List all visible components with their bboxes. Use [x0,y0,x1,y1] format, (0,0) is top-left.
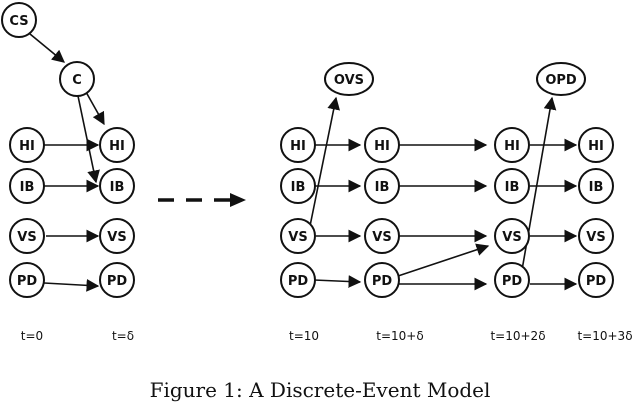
continuation-arrow [158,193,246,207]
node-hi-col5-label: HI [588,139,604,154]
node-pd-col5: PD [578,262,614,298]
node-ovs: OVS [324,62,374,96]
node-vs-col1-label: VS [107,230,126,245]
node-hi-col1: HI [99,127,135,163]
node-c: C [59,61,95,97]
node-hi-col2: HI [280,127,316,163]
node-vs-col1: VS [99,218,135,254]
node-pd-col1-label: PD [107,274,128,289]
node-vs-col5-label: VS [586,230,605,245]
figure-caption: Figure 1: A Discrete-Event Model [150,378,491,402]
edge-pd-d-vs [397,243,490,277]
time-label-t0: t=0 [21,329,43,343]
edge-c-to-ib [77,95,100,184]
node-vs-col3: VS [364,218,400,254]
node-pd-col3: PD [364,262,400,298]
node-hi-col5: HI [578,127,614,163]
node-pd-col1: PD [99,262,135,298]
left-edges [29,33,105,292]
node-pd-col2-label: PD [288,274,309,289]
node-pd-col5-label: PD [586,274,607,289]
node-ib-col3: IB [364,168,400,204]
node-ib-col2-label: IB [291,180,306,195]
node-ib-col3-label: IB [375,180,390,195]
node-vs-col5: VS [578,218,614,254]
node-opd: OPD [536,62,586,96]
node-ib-col0-label: IB [20,180,35,195]
node-hi-col3: HI [364,127,400,163]
node-vs-col0-label: VS [17,230,36,245]
node-hi-col3-label: HI [374,139,390,154]
node-hi-col0: HI [9,127,45,163]
node-columns: HI IB VS PD HI IB VS PD HI IB VS PD HI IB VS PD HI IB VS PD… [9,127,614,298]
node-pd-col0-label: PD [17,274,38,289]
node-ib-col2: IB [280,168,316,204]
node-hi-col2-label: HI [290,139,306,154]
node-cs: CS [1,2,37,38]
node-vs-col4-label: VS [502,230,521,245]
edge-pd-pd [43,278,100,292]
time-label-t1: t=δ [112,329,134,343]
node-pd-col0: PD [9,262,45,298]
node-hi-col4-label: HI [504,139,520,154]
node-vs-col2: VS [280,218,316,254]
time-label-t4: t=10+2δ [490,329,545,343]
node-vs-col3-label: VS [372,230,391,245]
node-c-label: C [72,73,82,88]
time-labels: t=0 t=δ t=10 t=10+δ t=10+2δ t=10+3δ [21,329,633,343]
node-pd-col4-label: PD [502,274,523,289]
node-hi-col1-label: HI [109,139,125,154]
node-hi-col4: HI [494,127,530,163]
right-edges [309,96,578,291]
edge-cs-to-c [29,33,65,63]
node-opd-label: OPD [545,73,577,88]
node-ib-col5-label: IB [589,180,604,195]
node-ovs-label: OVS [334,73,364,88]
edge-vs-to-ovs [309,96,340,227]
node-vs-col0: VS [9,218,45,254]
edge-pd-10-pd [313,275,362,288]
node-ib-col4-label: IB [505,180,520,195]
node-cs-label: CS [9,14,28,29]
node-ib-col1-label: IB [110,180,125,195]
node-ib-col4: IB [494,168,530,204]
edge-c-to-hi [85,91,105,126]
time-label-t2: t=10 [289,329,319,343]
node-pd-col4: PD [494,262,530,298]
time-label-t3: t=10+δ [376,329,423,343]
node-hi-col0-label: HI [19,139,35,154]
node-vs-col4: VS [494,218,530,254]
node-ib-col5: IB [578,168,614,204]
node-pd-col3-label: PD [372,274,393,289]
time-label-t5: t=10+3δ [577,329,632,343]
node-ib-col1: IB [99,168,135,204]
node-vs-col2-label: VS [288,230,307,245]
node-pd-col2: PD [280,262,316,298]
node-ib-col0: IB [9,168,45,204]
